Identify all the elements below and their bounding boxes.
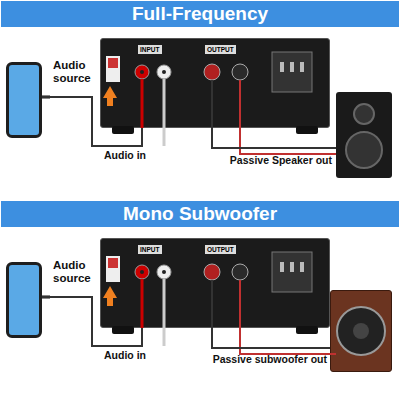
cable-label: Audio in <box>104 149 146 161</box>
device-label: Audio source <box>53 59 99 85</box>
amp-details <box>42 252 336 354</box>
panel-label: OUTPUT <box>205 245 236 254</box>
band-title: Full-Frequency <box>1 1 399 27</box>
panel-label: OUTPUT <box>205 45 236 54</box>
cable-connector <box>42 297 142 346</box>
cable-label: Audio in <box>104 349 146 361</box>
subwoofer-cone <box>337 307 385 355</box>
device-label: Audio source <box>53 259 99 285</box>
title-band: Mono Subwoofer <box>0 200 400 228</box>
device-label: Passive subwoofer out <box>213 353 327 365</box>
title-band: Full-Frequency <box>0 0 400 28</box>
amplifier-panel: INPUT OUTPUT <box>100 38 330 128</box>
amp-details <box>42 52 336 154</box>
phone-device: Audio source <box>6 62 42 138</box>
subwoofer-cap <box>353 323 369 339</box>
speaker-box: Passive Speaker out <box>336 92 392 178</box>
cable-connector <box>42 97 142 146</box>
panel-label: INPUT <box>138 45 162 54</box>
device-label: Passive Speaker out <box>230 154 332 166</box>
panel-label: INPUT <box>138 245 162 254</box>
woofer-cone <box>346 132 382 168</box>
tweeter-cone <box>354 104 374 124</box>
amplifier-panel: INPUT OUTPUT <box>100 238 330 328</box>
cable-connector <box>212 128 336 148</box>
cable-connector <box>212 328 330 348</box>
subwoofer-box: Passive subwoofer out <box>330 290 392 372</box>
band-title: Mono Subwoofer <box>1 201 399 227</box>
phone-device: Audio source <box>6 262 42 338</box>
